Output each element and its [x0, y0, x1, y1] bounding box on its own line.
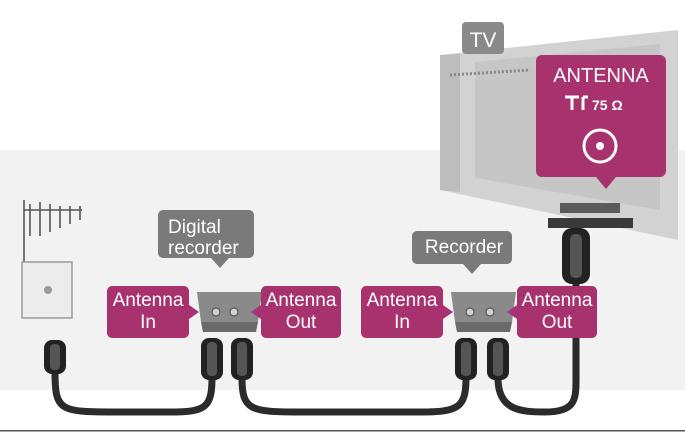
- plug-tv: [562, 228, 590, 284]
- tv-label: TV: [462, 22, 504, 54]
- svg-text:Recorder: Recorder: [425, 237, 504, 258]
- socket-icon: [582, 128, 618, 164]
- port-label-antenna-out-2: Antenna Out: [507, 286, 597, 338]
- bottom-rule: [0, 430, 685, 432]
- antenna-input-panel: ANTENNA 75 Ω: [536, 55, 666, 189]
- coax-connector-icon: [44, 228, 590, 380]
- svg-text:Digital: Digital: [168, 217, 221, 238]
- recorder-label: Recorder: [412, 231, 512, 274]
- plug-dr-out: [231, 338, 253, 380]
- port-label-antenna-in-2: Antenna In: [361, 286, 453, 338]
- plug-rec-out: [487, 338, 509, 380]
- digital-recorder-label: Digital recorder: [158, 210, 254, 268]
- coax-symbol-icon: [565, 95, 588, 110]
- svg-text:In: In: [140, 312, 156, 333]
- coax-cables: [51, 278, 580, 416]
- plug-wall: [44, 340, 66, 374]
- svg-text:Out: Out: [542, 312, 573, 333]
- digital-recorder-device: [197, 292, 262, 332]
- plug-rec-in: [455, 338, 477, 380]
- recorder-device: [451, 292, 516, 332]
- svg-text:Antenna: Antenna: [113, 290, 184, 311]
- svg-text:Out: Out: [286, 312, 317, 333]
- wall-socket-icon: [21, 261, 73, 319]
- svg-text:In: In: [394, 312, 410, 333]
- svg-text:Antenna: Antenna: [266, 290, 337, 311]
- plug-dr-in: [201, 338, 223, 380]
- port-label-antenna-in-1: Antenna In: [107, 286, 199, 338]
- svg-text:Antenna: Antenna: [367, 290, 438, 311]
- svg-text:TV: TV: [470, 29, 497, 52]
- port-label-antenna-out-1: Antenna Out: [251, 286, 341, 338]
- antenna-mast-icon: [23, 200, 82, 262]
- svg-text:recorder: recorder: [168, 238, 239, 259]
- antenna-impedance: 75 Ω: [592, 97, 623, 113]
- svg-text:Antenna: Antenna: [522, 290, 593, 311]
- antenna-panel-title: ANTENNA: [553, 65, 649, 87]
